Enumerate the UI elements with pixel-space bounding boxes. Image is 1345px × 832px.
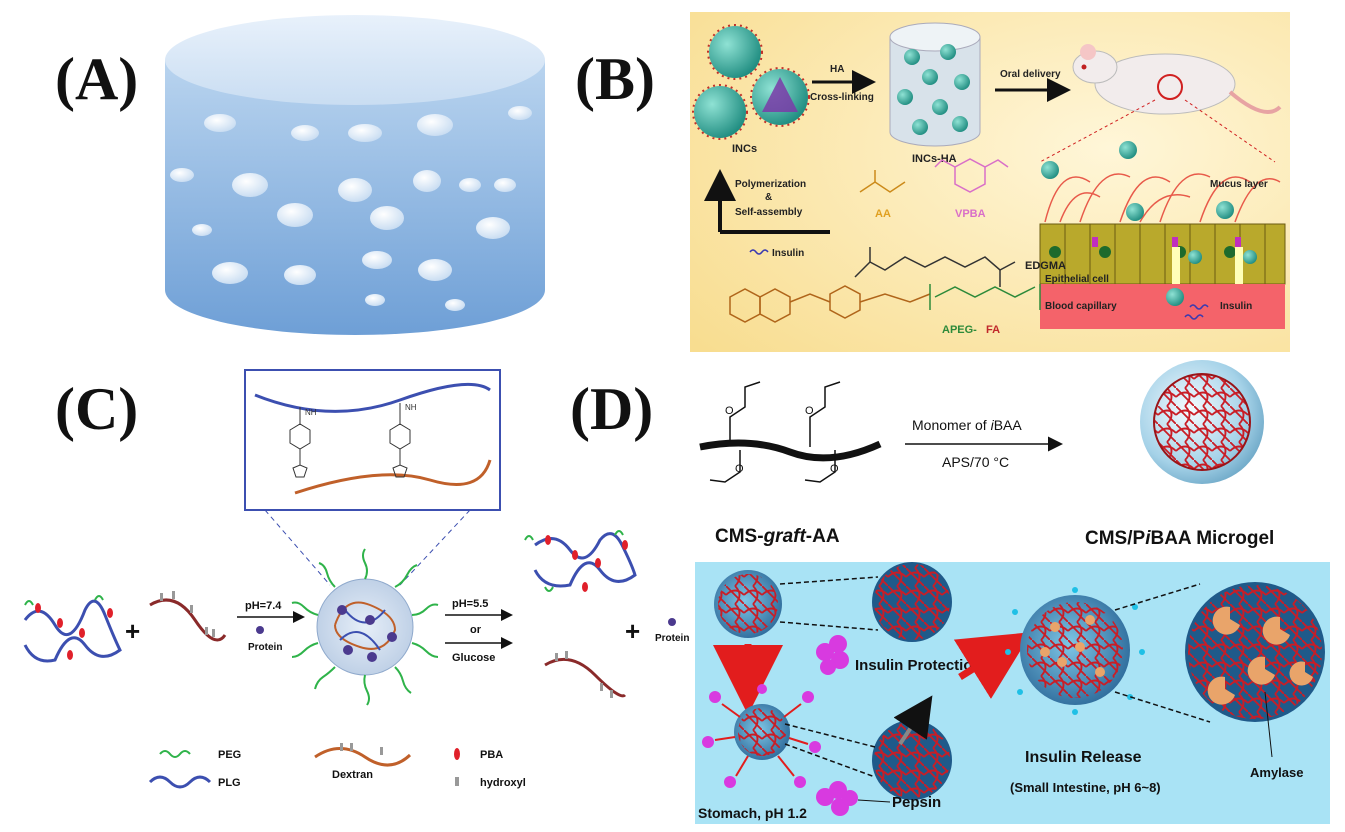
incs-label: INCs (732, 143, 757, 155)
small-intestine-label: (Small Intestine, pH 6~8) (1010, 780, 1161, 795)
protein-label-2: Protein (655, 633, 689, 644)
apeg-chain (929, 284, 1041, 310)
edgma-label: EDGMA (1025, 260, 1066, 272)
incs-nanoparticles (692, 24, 810, 140)
cms-graft-aa-structure (699, 381, 882, 483)
aps-label: APS/70 °C (942, 454, 1009, 470)
panel-c-figure: NH NH + pH=7.4 Protein (23, 369, 689, 789)
ph74-label: pH=7.4 (245, 600, 282, 612)
plus-2: + (625, 616, 640, 646)
epithelial-cell-label: Epithelial cell (1045, 274, 1109, 285)
panel-c-label: (C) (55, 376, 139, 442)
incs-ha-gel (889, 22, 981, 147)
dextran-strand-left (149, 591, 227, 642)
insulin-capillary-label: Insulin (1220, 301, 1252, 312)
panel-b-label: (B) (575, 46, 655, 112)
svg-text:O: O (735, 463, 744, 475)
blood-capillary (1040, 284, 1285, 329)
ph55-label: pH=5.5 (452, 598, 488, 610)
plg-polymer-left (23, 595, 122, 663)
legend-pba: PBA (480, 749, 503, 761)
bubbles (170, 106, 532, 311)
svg-text:O: O (830, 463, 839, 475)
amylase-zoom (1185, 582, 1325, 722)
svg-text:O: O (805, 405, 814, 417)
dextran-strand-right (544, 651, 627, 698)
fa-label: FA (986, 324, 1000, 336)
or-label: or (470, 624, 482, 636)
plg-polymer-right (524, 530, 637, 592)
apeg-fa-structure (729, 285, 931, 323)
pepsin-small (702, 684, 821, 788)
mucus-layer-label: Mucus layer (1210, 179, 1268, 190)
legend-c: PEG PLG Dextran PBA hydroxyl (148, 743, 526, 789)
pepsin-cluster-bottom (816, 781, 858, 816)
plus-1: + (125, 616, 140, 646)
oral-delivery-label: Oral delivery (1000, 69, 1061, 80)
aa-label: AA (875, 208, 891, 220)
amp-label: & (765, 192, 772, 203)
pba-linkage (289, 403, 411, 478)
polymerization-label: Polymerization (735, 179, 806, 190)
panel-d-label: (D) (570, 376, 654, 442)
ha-label: HA (830, 64, 844, 75)
mouse-icon (1072, 44, 1282, 115)
panel-a-label: (A) (55, 46, 139, 112)
insulin-release-label: Insulin Release (1025, 749, 1142, 766)
vpba-structure (934, 158, 1009, 193)
glucose-label: Glucose (452, 652, 495, 664)
stomach-label: Stomach, pH 1.2 (698, 805, 807, 821)
svg-text:NH: NH (305, 408, 317, 417)
crosslinking-label: Cross-linking (810, 92, 874, 103)
svg-text:O: O (725, 405, 734, 417)
mucus-layer (1044, 173, 1281, 223)
legend-dextran: Dextran (332, 769, 373, 781)
legend-plg: PLG (218, 777, 241, 789)
aa-structure (859, 170, 906, 193)
swollen-microgel (1020, 595, 1130, 705)
vpba-label: VPBA (955, 208, 986, 220)
edgma-structure (854, 247, 1016, 287)
monomer-label: Monomer of iBAA (912, 417, 1022, 433)
pepsin-cluster-top (816, 635, 849, 675)
insulin-protection-label: Insulin Protection (855, 657, 982, 674)
microgel-sphere (1140, 360, 1264, 484)
panel-b-figure: INCs HA Cross-linking INCs-HA Oral deliv… (690, 12, 1290, 352)
self-assembly-label: Self-assembly (735, 207, 803, 218)
nanogel-core (316, 578, 414, 676)
amylase-label: Amylase (1250, 765, 1303, 780)
peg-corona (291, 548, 439, 706)
incs-ha-label: INCs-HA (912, 153, 957, 165)
blood-capillary-label: Blood capillary (1045, 301, 1117, 312)
cms-graft-aa-label: CMS-graft-AA (715, 526, 840, 547)
microgel-label: CMS/PiBAA Microgel (1085, 528, 1274, 549)
legend-peg: PEG (218, 749, 241, 761)
apeg-label: APEG- (942, 324, 977, 336)
panel-a-cylinder (165, 15, 545, 335)
protein-label-1: Protein (248, 642, 282, 653)
pepsin-label: Pepsin (892, 794, 941, 811)
legend-hydroxyl: hydroxyl (480, 777, 526, 789)
insulin-legend-label: Insulin (772, 248, 804, 259)
svg-text:NH: NH (405, 403, 417, 412)
panel-d-figure: O O O O CMS-graft-AA Monomer of iBAA APS… (695, 360, 1330, 824)
